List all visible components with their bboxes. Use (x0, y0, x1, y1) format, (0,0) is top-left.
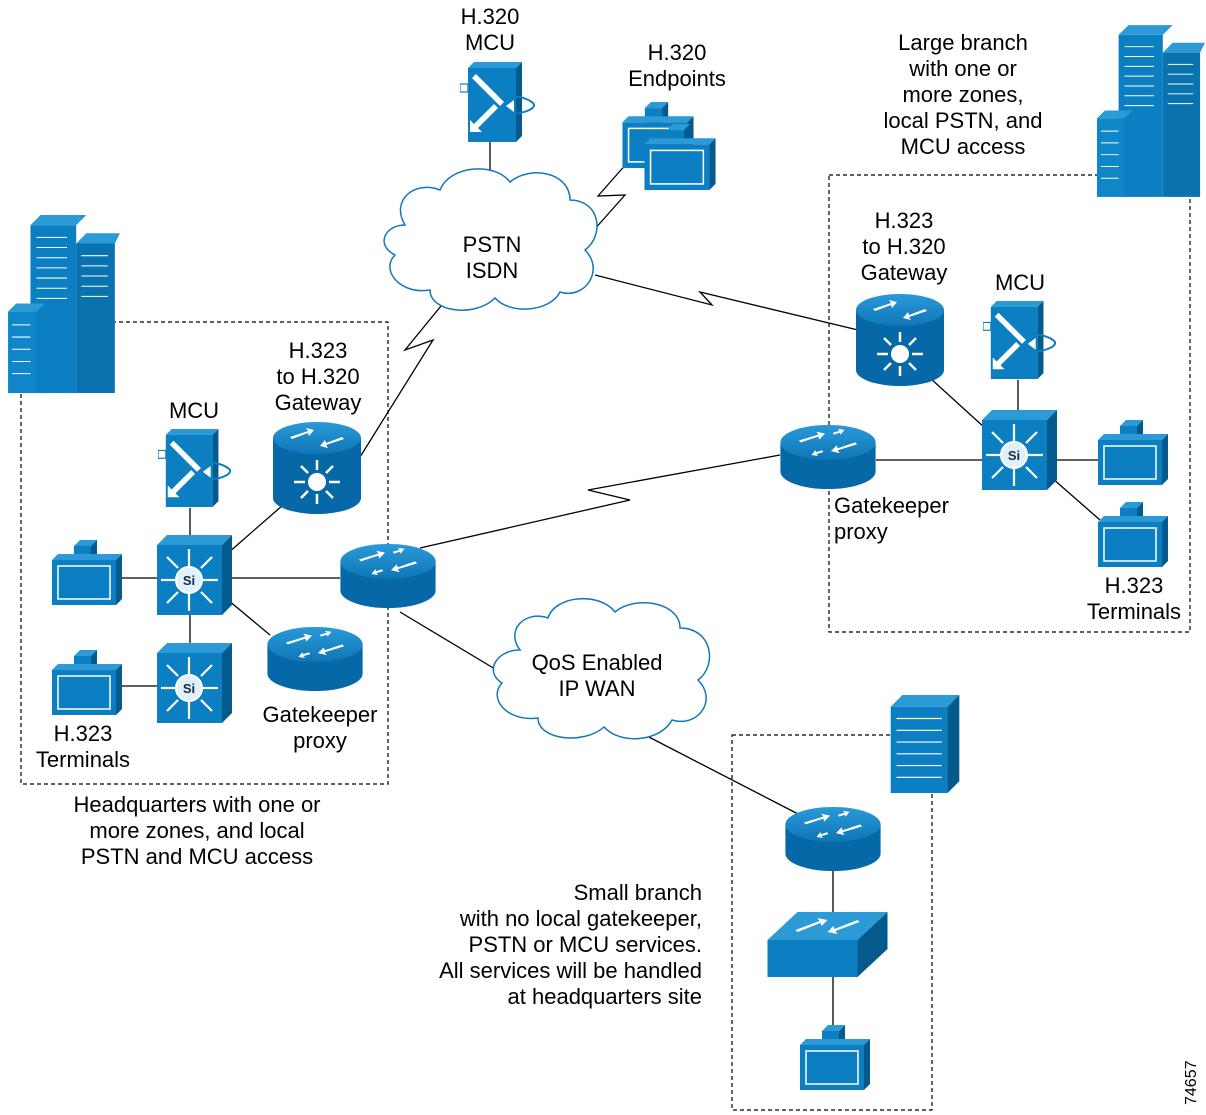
large-branch-gateway-icon (855, 292, 945, 387)
large-branch-terminals-label: H.323 Terminals (1087, 573, 1181, 624)
large-branch-zone (828, 174, 1191, 633)
large-branch-gatekeeper: Gatekeeper proxy (780, 424, 949, 544)
hq-router-icon (340, 543, 436, 609)
hq-caption: Headquarters with one or more zones, and… (73, 792, 320, 869)
svg-text:MCU: MCU (995, 270, 1045, 295)
hq-terminals-label: H.323 Terminals (36, 721, 130, 772)
hq-access-switch: Si (157, 643, 232, 723)
hq-terminal-icon (52, 540, 122, 605)
ip-wan-cloud: QoS Enabled IP WAN (492, 598, 711, 740)
hq-gateway-icon (272, 420, 362, 515)
svg-text:H.323: H.323 (1105, 573, 1164, 598)
headquarters-building-icon (8, 215, 120, 393)
network-links (118, 140, 1101, 1028)
svg-text:Large branch: Large branch (898, 30, 1028, 55)
svg-text:Terminals: Terminals (36, 747, 130, 772)
hq-gatekeeper-icon (267, 626, 363, 692)
h320-mcu-icon (460, 62, 535, 142)
large-branch-mcu-icon (983, 300, 1057, 380)
hq-gatekeeper: Gatekeeper proxy (263, 626, 378, 753)
large-branch-mcu: MCU (983, 270, 1057, 380)
pstn-label: PSTN (463, 232, 522, 257)
svg-text:at headquarters site: at headquarters site (508, 984, 702, 1009)
large-branch-terminal-icon (1098, 420, 1168, 485)
svg-text:Gatekeeper: Gatekeeper (263, 702, 378, 727)
svg-text:PSTN or MCU services.: PSTN or MCU services. (469, 932, 702, 957)
hq-gateway: H.323 to H.320 Gateway (272, 338, 362, 515)
wan-label-line2: IP WAN (558, 676, 635, 701)
svg-text:Endpoints: Endpoints (628, 66, 726, 91)
large-branch-gatekeeper-icon (780, 424, 876, 490)
svg-text:more zones,: more zones, (902, 82, 1023, 107)
svg-text:more zones, and local: more zones, and local (89, 818, 304, 843)
wan-label-line1: QoS Enabled (532, 650, 663, 675)
small-branch-router-icon (785, 806, 881, 872)
svg-text:MCU: MCU (465, 30, 515, 55)
large-branch-terminal-icon (1098, 502, 1168, 567)
svg-text:local PSTN, and: local PSTN, and (884, 108, 1043, 133)
small-branch-terminal-icon (800, 1025, 870, 1090)
svg-text:Si: Si (183, 681, 195, 696)
svg-text:MCU: MCU (169, 398, 219, 423)
h320-mcu: H.320 MCU (460, 4, 535, 142)
large-branch-building-icon (1097, 24, 1205, 198)
svg-text:with one or: with one or (908, 56, 1017, 81)
figure-id: 74657 (1183, 1060, 1200, 1105)
hq-terminal-icon (52, 650, 122, 715)
large-branch-gateway: H.323 to H.320 Gateway (855, 208, 948, 387)
svg-text:Headquarters with one or: Headquarters with one or (73, 792, 320, 817)
svg-text:proxy: proxy (293, 728, 347, 753)
small-branch-building-icon (890, 695, 960, 793)
svg-text:Gateway: Gateway (275, 390, 362, 415)
svg-text:H.320: H.320 (461, 4, 520, 29)
svg-text:Small branch: Small branch (574, 880, 702, 905)
svg-text:Si: Si (183, 573, 195, 588)
hq-core-switch: Si (157, 535, 232, 615)
small-branch-switch-icon (767, 912, 888, 977)
svg-text:H.320: H.320 (648, 40, 707, 65)
h320-endpoints: H.320 Endpoints (622, 40, 726, 190)
small-branch-caption: Small branch with no local gatekeeper, P… (439, 880, 702, 1009)
svg-text:Gateway: Gateway (861, 260, 948, 285)
large-branch-caption: Large branch with one or more zones, loc… (884, 30, 1043, 159)
svg-text:PSTN and MCU access: PSTN and MCU access (81, 844, 313, 869)
small-branch-zone (731, 734, 933, 1111)
svg-text:with no local gatekeeper,: with no local gatekeeper, (459, 906, 702, 931)
svg-text:proxy: proxy (834, 519, 888, 544)
large-branch-switch: Si (982, 410, 1057, 490)
isdn-label: ISDN (466, 258, 519, 283)
svg-text:H.323: H.323 (875, 208, 934, 233)
svg-text:H.323: H.323 (289, 338, 348, 363)
hq-mcu: MCU (158, 398, 232, 508)
svg-text:MCU access: MCU access (901, 134, 1026, 159)
svg-text:Gatekeeper: Gatekeeper (834, 493, 949, 518)
svg-text:to H.320: to H.320 (862, 234, 945, 259)
hq-mcu-icon (158, 428, 232, 508)
svg-text:H.323: H.323 (54, 721, 113, 746)
svg-text:Terminals: Terminals (1087, 599, 1181, 624)
svg-text:All services will be handled: All services will be handled (439, 958, 702, 983)
svg-text:Si: Si (1008, 448, 1020, 463)
pstn-isdn-cloud: PSTN ISDN (383, 168, 598, 311)
svg-text:to H.320: to H.320 (276, 364, 359, 389)
